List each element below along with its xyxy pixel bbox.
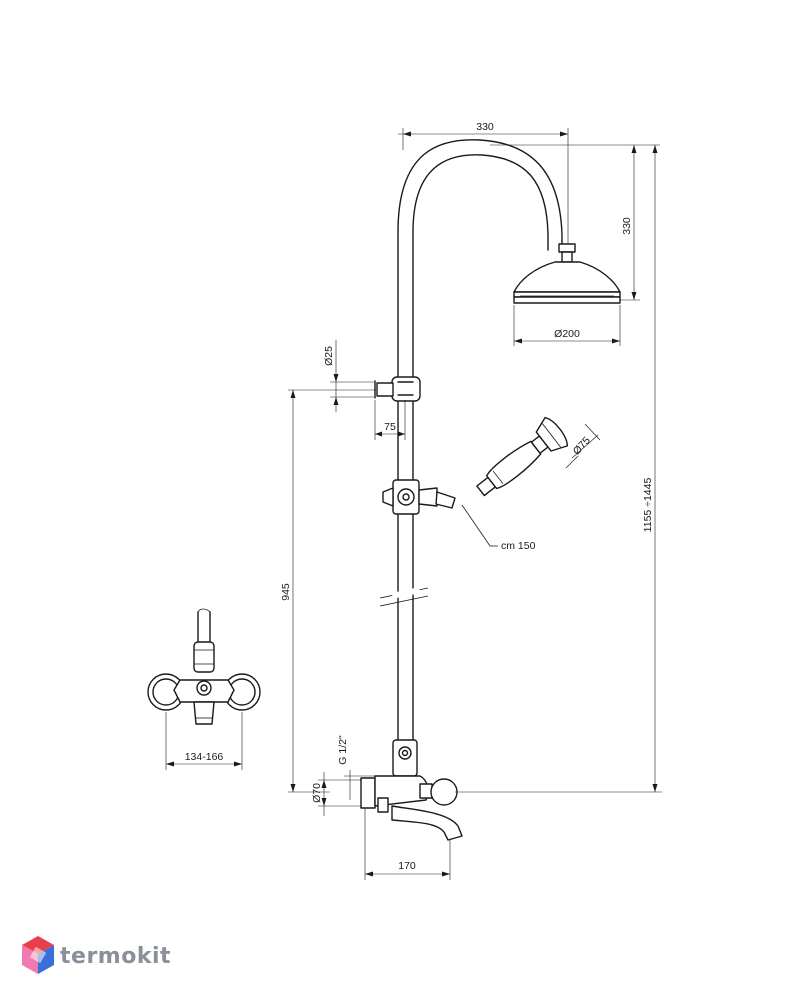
dim-hand-shower-diameter: Ø75 [565, 423, 601, 469]
termokit-logo: termokit [22, 936, 171, 974]
arm-height-label: 330 [621, 217, 633, 235]
head-diameter-label: Ø200 [554, 328, 580, 340]
arm-width-label: 330 [476, 121, 494, 133]
centers-label: 134-166 [185, 751, 224, 763]
dim-arm-height: 330 [490, 144, 660, 301]
brand-name: termokit [60, 944, 171, 969]
bracket-height-label: 945 [280, 583, 292, 601]
dim-bar-diameter: Ø25 [323, 340, 374, 412]
dim-connection: G 1/2" [337, 735, 376, 800]
mixer-front-view [147, 608, 261, 725]
wall-bracket-top [374, 376, 421, 402]
dim-head-diameter: Ø200 [513, 305, 621, 346]
spout-length-label: 170 [398, 860, 416, 872]
dim-arm-width: 330 [398, 121, 569, 244]
dim-body-diameter: Ø70 [311, 772, 362, 816]
hand-shower-holder [382, 479, 456, 515]
cube-logo-icon [22, 936, 54, 974]
dim-total-height: 1155 ÷1445 [455, 145, 662, 793]
dim-spout-length: 170 [364, 808, 451, 880]
bracket-offset-label: 75 [384, 421, 396, 433]
bath-mixer [360, 739, 463, 841]
hand-shower-diameter-label: Ø75 [571, 434, 593, 457]
connection-label: G 1/2" [337, 735, 349, 765]
dim-centers: 134-166 [165, 712, 243, 770]
hose-length-label: cm 150 [501, 540, 536, 552]
total-height-label: 1155 ÷1445 [642, 478, 654, 533]
dim-bracket-offset: 75 [374, 400, 406, 440]
body-diameter-label: Ø70 [311, 783, 323, 803]
bar-diameter-label: Ø25 [323, 346, 335, 366]
dim-bracket-height: 945 [280, 389, 376, 793]
hand-shower [476, 416, 569, 497]
rain-shower-head [513, 243, 621, 304]
